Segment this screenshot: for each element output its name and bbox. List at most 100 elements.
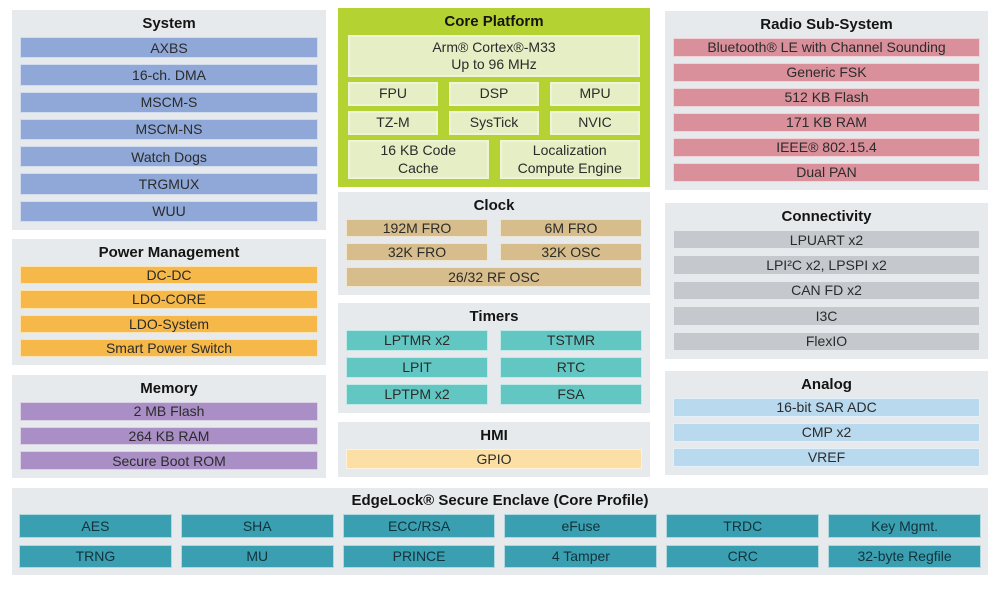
hmi-items: GPIO (346, 449, 642, 469)
memory-section: Memory 2 MB Flash 264 KB RAM Secure Boot… (12, 375, 326, 478)
system-section: System AXBS 16-ch. DMA MSCM-S MSCM-NS Wa… (12, 10, 326, 230)
hmi-title: HMI (480, 427, 508, 444)
block-cmp: CMP x2 (673, 423, 980, 442)
block-prince: PRINCE (342, 544, 496, 568)
block-mu: MU (180, 544, 334, 568)
block-lpi2c-lpspi: LPI²C x2, LPSPI x2 (673, 255, 980, 275)
core-platform-title: Core Platform (444, 13, 544, 30)
secure-enclave-section: EdgeLock® Secure Enclave (Core Profile) … (12, 488, 988, 575)
block-mscm-s: MSCM-S (20, 91, 318, 113)
block-trdc: TRDC (666, 514, 820, 538)
block-dma: 16-ch. DMA (20, 64, 318, 86)
timers-section: Timers LPTMR x2 TSTMR LPIT RTC LPTPM x2 … (338, 303, 650, 413)
block-systick: SysTick (449, 111, 539, 135)
block-32k-osc: 32K OSC (500, 243, 642, 262)
block-32k-fro: 32K FRO (346, 243, 488, 262)
block-gpio: GPIO (346, 449, 642, 469)
block-flash: 2 MB Flash (20, 402, 318, 421)
block-rtc: RTC (500, 357, 642, 378)
block-dsp: DSP (449, 82, 539, 106)
block-i3c: I3C (673, 306, 980, 326)
system-title: System (142, 15, 196, 32)
block-flexio: FlexIO (673, 331, 980, 352)
core-row-1: FPU DSP MPU (348, 82, 640, 106)
block-tzm: TZ-M (348, 111, 438, 135)
radio-section: Radio Sub-System Bluetooth® LE with Chan… (665, 11, 988, 190)
core-row-2: TZ-M SysTick NVIC (348, 111, 640, 135)
cpu-line2: Up to 96 MHz (451, 56, 537, 72)
connectivity-title: Connectivity (781, 208, 872, 225)
core-row-3: 16 KB Code Cache Localization Compute En… (348, 140, 640, 179)
block-fsa: FSA (500, 384, 642, 405)
block-ecc-rsa: ECC/RSA (342, 514, 496, 538)
block-sar-adc: 16-bit SAR ADC (673, 398, 980, 417)
timers-title: Timers (469, 308, 519, 325)
block-trng: TRNG (19, 544, 172, 568)
block-axbs: AXBS (20, 37, 318, 59)
block-regfile: 32-byte Regfile (828, 544, 981, 568)
block-smart-power-switch: Smart Power Switch (20, 338, 318, 357)
clock-row-2: 32K FRO 32K OSC (346, 243, 642, 262)
cpu-line1: Arm® Cortex®-M33 (432, 38, 556, 55)
block-lptmr: LPTMR x2 (346, 330, 488, 351)
block-wuu: WUU (20, 200, 318, 222)
radio-title: Radio Sub-System (760, 16, 893, 33)
block-ldo-system: LDO-System (20, 314, 318, 333)
radio-items: Bluetooth® LE with Channel Sounding Gene… (673, 38, 980, 182)
core-platform-items: Arm® Cortex®-M33 Up to 96 MHz FPU DSP MP… (348, 35, 640, 179)
block-crc: CRC (666, 544, 820, 568)
block-vref: VREF (673, 448, 980, 467)
clock-title: Clock (473, 197, 515, 214)
core-platform-section: Core Platform Arm® Cortex®-M33 Up to 96 … (338, 8, 650, 187)
block-localization-engine: Localization Compute Engine (499, 140, 640, 179)
block-6m-fro: 6M FRO (500, 219, 642, 238)
secure-enclave-items: AES SHA ECC/RSA eFuse TRDC Key Mgmt. TRN… (19, 514, 981, 568)
block-nvic: NVIC (550, 111, 640, 135)
memory-title: Memory (140, 380, 198, 397)
left-column: System AXBS 16-ch. DMA MSCM-S MSCM-NS Wa… (12, 10, 326, 478)
block-lptpm: LPTPM x2 (346, 384, 488, 405)
power-items: DC-DC LDO-CORE LDO-System Smart Power Sw… (20, 266, 318, 357)
block-ldo-core: LDO-CORE (20, 290, 318, 309)
block-dual-pan: Dual PAN (673, 163, 980, 182)
block-aes: AES (19, 514, 172, 538)
block-rf-osc: 26/32 RF OSC (346, 267, 642, 287)
clock-section: Clock 192M FRO 6M FRO 32K FRO 32K OSC 26… (338, 192, 650, 295)
block-cortex-m33: Arm® Cortex®-M33 Up to 96 MHz (348, 35, 640, 77)
hmi-section: HMI GPIO (338, 422, 650, 477)
right-column: Radio Sub-System Bluetooth® LE with Chan… (665, 11, 988, 475)
block-efuse: eFuse (504, 514, 658, 538)
connectivity-items: LPUART x2 LPI²C x2, LPSPI x2 CAN FD x2 I… (673, 230, 980, 352)
block-lpit: LPIT (346, 357, 488, 378)
power-section: Power Management DC-DC LDO-CORE LDO-Syst… (12, 239, 326, 365)
block-can-fd: CAN FD x2 (673, 280, 980, 301)
block-dcdc: DC-DC (20, 266, 318, 285)
block-ieee-802154: IEEE® 802.15.4 (673, 138, 980, 157)
block-boot-rom: Secure Boot ROM (20, 451, 318, 471)
block-trgmux: TRGMUX (20, 173, 318, 195)
connectivity-section: Connectivity LPUART x2 LPI²C x2, LPSPI x… (665, 203, 988, 359)
block-lpuart: LPUART x2 (673, 230, 980, 250)
block-key-mgmt: Key Mgmt. (828, 514, 981, 538)
block-tstmr: TSTMR (500, 330, 642, 351)
clock-items: 192M FRO 6M FRO 32K FRO 32K OSC 26/32 RF… (346, 219, 642, 287)
timers-items: LPTMR x2 TSTMR LPIT RTC LPTPM x2 FSA (346, 330, 642, 405)
block-sha: SHA (180, 514, 334, 538)
analog-items: 16-bit SAR ADC CMP x2 VREF (673, 398, 980, 467)
block-bluetooth-le: Bluetooth® LE with Channel Sounding (673, 38, 980, 57)
memory-items: 2 MB Flash 264 KB RAM Secure Boot ROM (20, 402, 318, 471)
block-watchdogs: Watch Dogs (20, 146, 318, 168)
block-radio-flash: 512 KB Flash (673, 88, 980, 107)
block-tamper: 4 Tamper (504, 544, 658, 568)
secure-enclave-title: EdgeLock® Secure Enclave (Core Profile) (351, 492, 649, 509)
power-title: Power Management (98, 244, 240, 261)
block-radio-ram: 171 KB RAM (673, 113, 980, 132)
analog-title: Analog (801, 376, 852, 393)
block-code-cache: 16 KB Code Cache (348, 140, 489, 179)
block-192m-fro: 192M FRO (346, 219, 488, 238)
block-fpu: FPU (348, 82, 438, 106)
clock-row-1: 192M FRO 6M FRO (346, 219, 642, 238)
analog-section: Analog 16-bit SAR ADC CMP x2 VREF (665, 371, 988, 475)
system-items: AXBS 16-ch. DMA MSCM-S MSCM-NS Watch Dog… (20, 37, 318, 222)
